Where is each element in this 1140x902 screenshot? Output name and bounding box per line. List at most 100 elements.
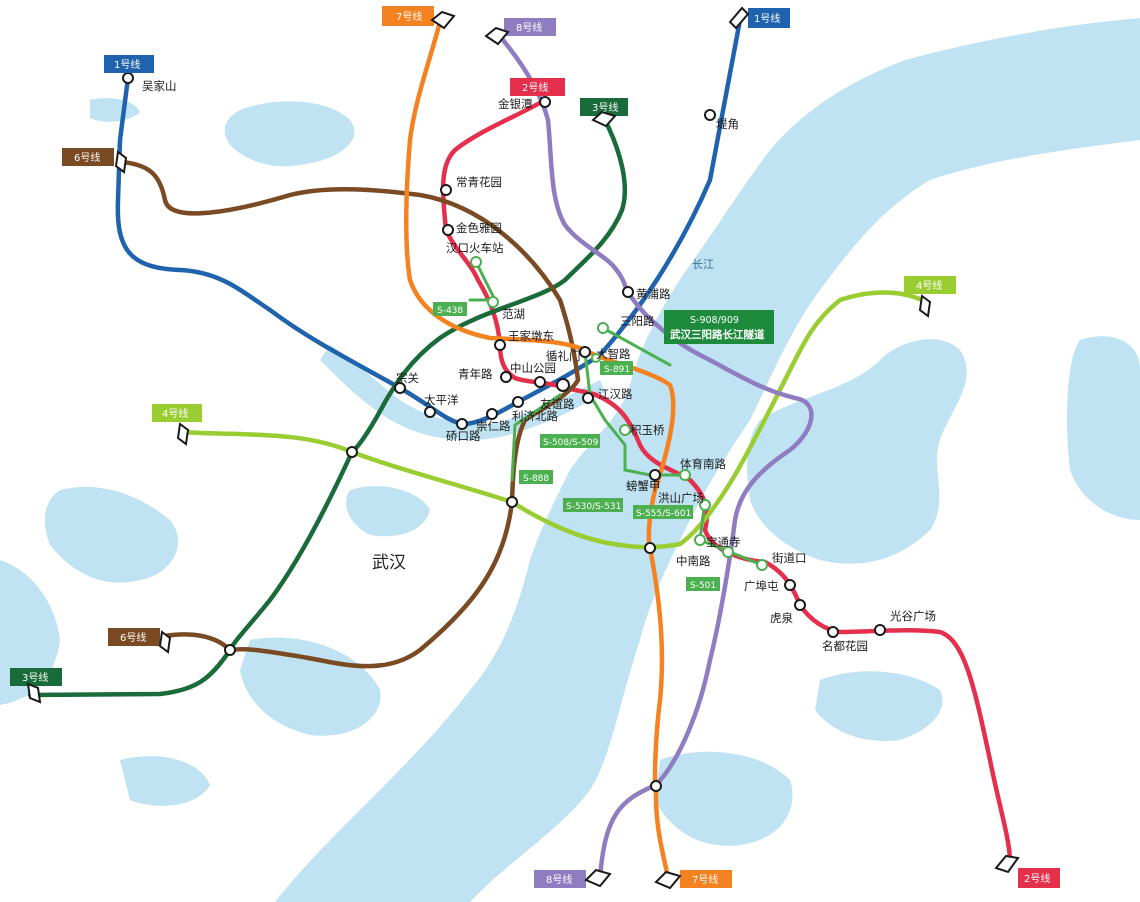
- station-marker-32[interactable]: 光谷广场: [874, 609, 936, 636]
- station-label-20: 太平洋: [424, 393, 459, 407]
- station-marker-26[interactable]: 宝通寺: [706, 535, 741, 558]
- line-7-path: [404, 19, 676, 881]
- line-6-end-icon: [158, 630, 172, 654]
- bus-badge-s888-text: S-888: [523, 474, 549, 484]
- station-marker-17[interactable]: 友谊路: [540, 378, 575, 411]
- station-label-13: 黄浦路: [636, 287, 671, 301]
- station-marker-9[interactable]: 青年路: [458, 367, 512, 383]
- bus-badge-s508[interactable]: S-508/S-509: [540, 434, 600, 448]
- station-label-7: 范湖: [502, 307, 525, 321]
- line-tag-8-north[interactable]: 8号线: [484, 18, 556, 46]
- station-marker-5[interactable]: 金色雅园: [442, 221, 502, 236]
- line-tag-3-south-text: 3号线: [22, 671, 48, 684]
- station-label-3: 金银潭: [498, 97, 533, 111]
- station-marker-13[interactable]: 黄浦路: [622, 286, 671, 301]
- line-tag-4-east-text: 4号线: [916, 279, 942, 292]
- bus-route-path-1: [468, 260, 498, 302]
- line-tag-8-north-text: 8号线: [516, 21, 542, 34]
- bus-badge-s438-text: S-438: [437, 306, 463, 316]
- line-tag-2-north[interactable]: 2号线: [510, 78, 565, 96]
- line-tag-7-north[interactable]: 7号线: [382, 6, 456, 30]
- station-label-26: 宝通寺: [706, 535, 741, 549]
- station-marker-11[interactable]: 循礼门: [546, 346, 591, 363]
- station-marker-24[interactable]: 螃蟹甲: [626, 469, 661, 493]
- bus-badge-s530[interactable]: S-530/S-531: [563, 498, 623, 512]
- station-marker-31[interactable]: 名都花园: [822, 626, 868, 653]
- station-label-2: 堤角: [716, 117, 739, 131]
- line-tag-6-north[interactable]: 6号线: [62, 148, 128, 174]
- station-marker-15[interactable]: 江汉路: [582, 387, 633, 404]
- station-marker-7[interactable]: 范湖: [487, 296, 525, 321]
- line-tag-8-south[interactable]: 8号线: [534, 868, 612, 888]
- station-marker-27[interactable]: 中南路: [676, 534, 711, 568]
- station-marker-25[interactable]: 洪山广场: [658, 491, 711, 511]
- yangtze-river: [275, 18, 1140, 902]
- bus-badge-s891[interactable]: S-891: [600, 361, 633, 375]
- station-marker-22[interactable]: 硚口路: [446, 418, 481, 443]
- east-lake: [747, 339, 967, 564]
- station-label-19: 崇仁路: [476, 419, 511, 433]
- water-layer: [0, 18, 1140, 902]
- station-marker-1[interactable]: 吴家山: [122, 72, 177, 93]
- station-label-8: 王家墩东: [508, 329, 554, 343]
- line-tag-7-south[interactable]: 7号线: [654, 870, 732, 890]
- station-label-11: 循礼门: [546, 349, 581, 363]
- station-marker-12[interactable]: 大智路: [591, 347, 631, 363]
- lake-nw-small: [90, 98, 140, 122]
- line-tag-4-west[interactable]: 4号线: [152, 404, 202, 446]
- line-tag-3-north-text: 3号线: [592, 101, 618, 114]
- line-1-terminal-icon: [728, 6, 750, 30]
- station-marker-20[interactable]: 太平洋: [424, 393, 459, 418]
- lake-west-mid: [346, 486, 430, 537]
- bus-badge-s555[interactable]: S-555/S-601: [633, 505, 693, 519]
- station-marker-30[interactable]: 虎泉: [770, 599, 806, 625]
- station-marker-21[interactable]: 宗关: [394, 371, 419, 394]
- bus-route-path-3: [601, 326, 672, 367]
- line-tag-8-south-text: 8号线: [546, 873, 572, 886]
- station-marker-14[interactable]: 三阳路: [597, 314, 655, 334]
- line-8-path: [495, 31, 814, 881]
- station-marker-6[interactable]: 汉口火车站: [446, 241, 504, 268]
- station-label-16: 积玉桥: [630, 423, 665, 437]
- station-label-22: 硚口路: [446, 429, 481, 443]
- lake-south: [655, 751, 793, 846]
- lake-sw-4: [120, 756, 210, 806]
- line-tag-7-north-text: 7号线: [396, 10, 422, 23]
- line-tag-2-north-text: 2号线: [522, 81, 548, 94]
- lake-sw-3: [240, 637, 381, 736]
- line-2-terminal-icon: [994, 854, 1020, 874]
- line-tag-1-north-text: 1号线: [754, 12, 780, 25]
- station-label-27: 中南路: [676, 554, 711, 568]
- station-marker-8[interactable]: 王家墩东: [494, 329, 554, 351]
- station-marker-3[interactable]: 金银潭: [498, 96, 551, 111]
- station-marker-4[interactable]: 常青花园: [440, 175, 502, 196]
- bus-badge-s501-text: S-501: [690, 581, 716, 591]
- station-marker-19[interactable]: 崇仁路: [476, 408, 511, 433]
- line-tag-1-west[interactable]: 1号线: [104, 55, 154, 73]
- line-6-terminal-icon: [114, 150, 128, 174]
- tunnel-label[interactable]: S-908/909 武汉三阳路长江隧道: [664, 310, 774, 344]
- station-marker-18[interactable]: 利济北路: [512, 396, 558, 423]
- line-tag-2-south[interactable]: 2号线: [994, 854, 1060, 888]
- line-tag-1-north[interactable]: 1号线: [728, 6, 790, 30]
- station-marker-28[interactable]: 街道口: [756, 551, 807, 571]
- bus-badge-s501[interactable]: S-501: [686, 577, 720, 591]
- line-tag-4-west-text: 4号线: [162, 407, 188, 420]
- station-label-21: 宗关: [396, 371, 419, 385]
- line-tag-4-east[interactable]: 4号线: [904, 276, 956, 318]
- station-label-10: 中山公园: [510, 361, 556, 375]
- line-tag-6-south-text: 6号线: [120, 631, 146, 644]
- station-marker-2[interactable]: 堤角: [704, 109, 739, 131]
- station-label-25: 洪山广场: [658, 491, 704, 505]
- line-tag-6-south[interactable]: 6号线: [108, 628, 172, 654]
- station-marker-29[interactable]: 广埠屯: [744, 579, 796, 593]
- station-label-6: 汉口火车站: [446, 241, 504, 255]
- station-marker-16[interactable]: 积玉桥: [619, 423, 665, 437]
- bus-badge-s888[interactable]: S-888: [519, 470, 553, 484]
- station-marker-23[interactable]: 体育南路: [679, 457, 726, 481]
- line-tag-3-north[interactable]: 3号线: [580, 98, 628, 128]
- bus-badge-s438[interactable]: S-438: [433, 302, 467, 316]
- station-marker-10[interactable]: 中山公园: [510, 361, 556, 388]
- line-tag-3-south[interactable]: 3号线: [10, 668, 62, 704]
